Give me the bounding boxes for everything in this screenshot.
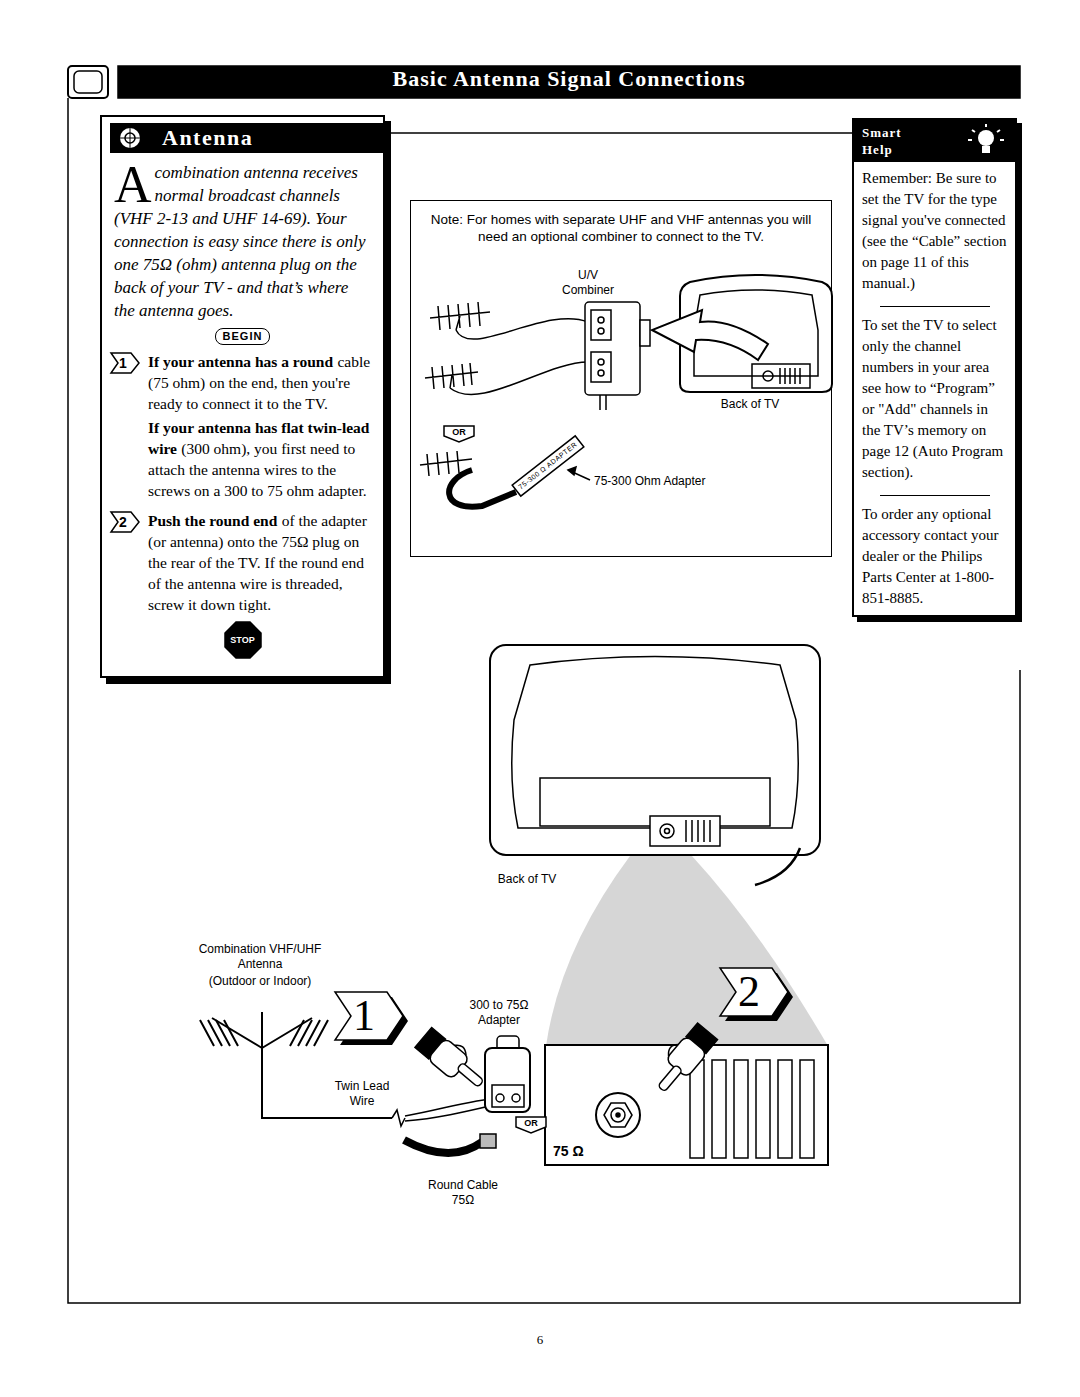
step-row: 1 If your antenna has a roundcable (75 oh… (110, 351, 373, 504)
slot: 2 (110, 510, 142, 618)
heading-band: Smart Help (854, 120, 1015, 162)
note-text: Note: For homes with separate UHF and VH… (419, 211, 823, 245)
figure-label: Combination VHF/UHF Antenna (195, 942, 325, 972)
intro-text: A combination antenna receives normal br… (114, 161, 373, 322)
antenna-icon (118, 126, 148, 150)
lightbulb-icon (963, 122, 1009, 158)
slot: BEGIN (102, 326, 383, 345)
or-badge: OR (443, 425, 475, 442)
help-text: To set the TV to select only the channel… (854, 300, 1015, 489)
panel-heading: Antenna (162, 123, 383, 153)
figure-label: 300 to 75Ω Adapter (462, 998, 536, 1028)
note-box: Note: For homes with separate UHF and VH… (410, 200, 832, 557)
figure-label: 75-300 Ω ADAPTER (513, 437, 582, 494)
shape-label: OR (524, 1119, 538, 1128)
step-row: 2 Push the round endof the adapter (or an… (110, 510, 373, 618)
shape-label: 2 (738, 970, 760, 1014)
shape-label: OR (452, 428, 466, 437)
step-text: Push the round endof the adapter (or ant… (148, 510, 373, 615)
step-text: If your antenna has flat twin-lead wire(… (148, 417, 373, 501)
shape-label: STOP (230, 636, 254, 645)
figure-label: Back of TV (482, 872, 572, 887)
step-callout: 1 (333, 990, 405, 1042)
figure-label: 75-300 Ohm Adapter (592, 474, 732, 489)
step-body: If your antenna has a roundcable (75 ohm… (148, 351, 373, 504)
slot: STOP (102, 622, 383, 658)
page-title: Basic Antenna Signal Connections (118, 66, 1020, 98)
smart-help-box: Smart HelpRemember: Be sure to set the T… (852, 118, 1017, 617)
shape-label: 2 (119, 515, 127, 529)
help-text: Remember: Be sure to set the TV for the … (854, 162, 1015, 300)
step-marker: 2 (110, 511, 140, 533)
step-body: Push the round endof the adapter (or ant… (148, 510, 373, 618)
figure-label: 6 (525, 1332, 555, 1347)
instruction-text: Push the round end (148, 512, 277, 529)
begin-label: BEGIN (215, 328, 271, 345)
help-text: To order any optional accessory contact … (854, 489, 1015, 615)
begin-tag: BEGIN (215, 326, 271, 345)
heading-band: Antenna (110, 123, 383, 153)
figure-label: 75 Ω (551, 1144, 599, 1159)
help-body: Remember: Be sure to set the TV for the … (854, 162, 1015, 615)
instruction-text: If your antenna has a round (148, 353, 333, 370)
figure-label: Back of TV (705, 397, 795, 412)
shape-label: 1 (353, 994, 375, 1038)
figure-label: Twin Lead Wire (328, 1079, 396, 1109)
figure-label: (Outdoor or Indoor) (188, 974, 332, 989)
stop-sign: STOP (225, 622, 261, 658)
step-marker: 1 (110, 352, 140, 374)
step-text: If your antenna has a roundcable (75 ohm… (148, 351, 373, 414)
help-heading: Smart Help (862, 124, 918, 158)
figure-label: Round Cable 75Ω (420, 1178, 506, 1208)
instruction-panel: Antenna A combination antenna receives no… (100, 115, 385, 678)
shape-label: 1 (119, 356, 127, 370)
or-badge: OR (515, 1116, 547, 1133)
step-callout: 2 (718, 966, 790, 1018)
instruction-text: (300 ohm), you first need to attach the … (148, 440, 367, 499)
slot: 1 (110, 351, 142, 504)
figure-label: U/V Combiner (555, 268, 621, 298)
